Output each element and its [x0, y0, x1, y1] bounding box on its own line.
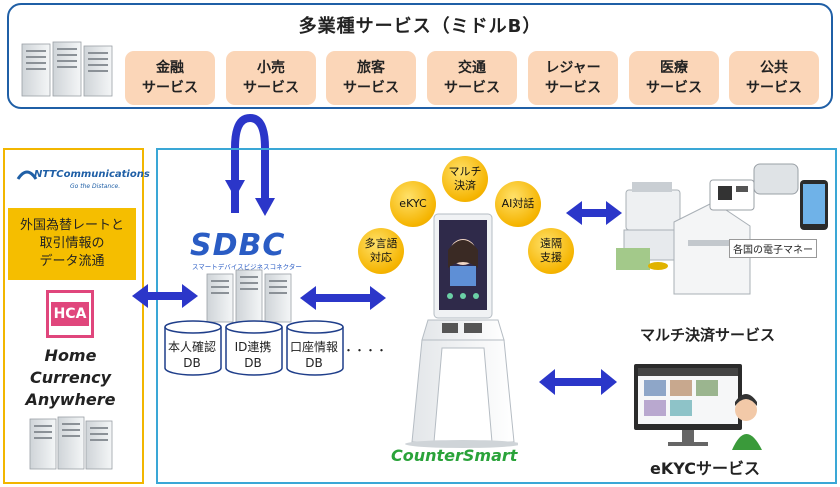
service-retail: 小売 サービス — [226, 51, 316, 105]
ekyc-service-caption: eKYCサービス — [650, 459, 761, 478]
feature-remote-support: 遠隔 支援 — [528, 228, 574, 274]
countersmart-kiosk — [405, 213, 518, 448]
db-id-federation: ID連携 DB — [234, 340, 272, 370]
multi-payment-service-caption: マルチ決済サービス — [640, 326, 776, 344]
service-transport: 交通 サービス — [427, 51, 517, 105]
fx-data-distribution-label: 外国為替レートと 取引情報の データ流通 — [8, 208, 136, 280]
hca-server-rack-icon — [29, 416, 113, 470]
database-cylinders — [164, 320, 344, 376]
kiosk-ekyc-arrow — [539, 369, 617, 395]
service-medical: 医療 サービス — [629, 51, 719, 105]
ntt-logo-tagline: Go the Distance. — [70, 183, 121, 190]
db-account-info: 口座情報 DB — [289, 340, 338, 370]
sdbc-server-rack-icon — [206, 269, 292, 323]
home-currency-anywhere-title: Home Currency Anywhere — [25, 346, 116, 409]
feature-multi-payment: マルチ 決済 — [442, 156, 488, 202]
service-public: 公共 サービス — [729, 51, 819, 105]
sdbc-logo: SDBC — [190, 228, 286, 263]
multi-payment-devices-icon — [616, 163, 828, 295]
countersmart-caption: CounterSmart — [391, 446, 518, 465]
sdbc-subtitle: スマートデバイスビジネスコネクター — [192, 263, 302, 271]
server-rack-icon — [21, 41, 113, 97]
hca-logo-text: HCA — [50, 302, 90, 326]
sdbc-middleware-curved-arrow — [225, 113, 275, 216]
kiosk-payment-arrow — [566, 201, 622, 225]
ekyc-monitor-operator-icon — [634, 364, 762, 450]
db-ellipsis: ・・・・ — [343, 344, 387, 357]
feature-ekyc: eKYC — [390, 181, 436, 227]
hca-logo: HCA — [46, 290, 94, 338]
feature-ai-dialogue: AI対話 — [495, 181, 541, 227]
e-money-label: 各国の電子マネー — [729, 239, 817, 258]
service-finance: 金融 サービス — [125, 51, 215, 105]
db-identity-verification: 本人確認 DB — [167, 340, 216, 370]
ntt-logo-main-text: NTTCommunications — [34, 169, 150, 180]
feature-multilingual: 多言語 対応 — [358, 228, 404, 274]
multi-industry-title: 多業種サービス（ミドルB） — [298, 16, 542, 37]
ntt-communications-logo: NTTCommunications Go the Distance. — [16, 167, 150, 193]
countersmart-system-box — [156, 148, 837, 484]
service-leisure: レジャー サービス — [528, 51, 618, 105]
service-passenger: 旅客 サービス — [326, 51, 416, 105]
hca-sdbc-arrow — [132, 284, 198, 308]
ntt-logo-icon — [16, 170, 38, 180]
sdbc-kiosk-arrow — [300, 286, 386, 310]
